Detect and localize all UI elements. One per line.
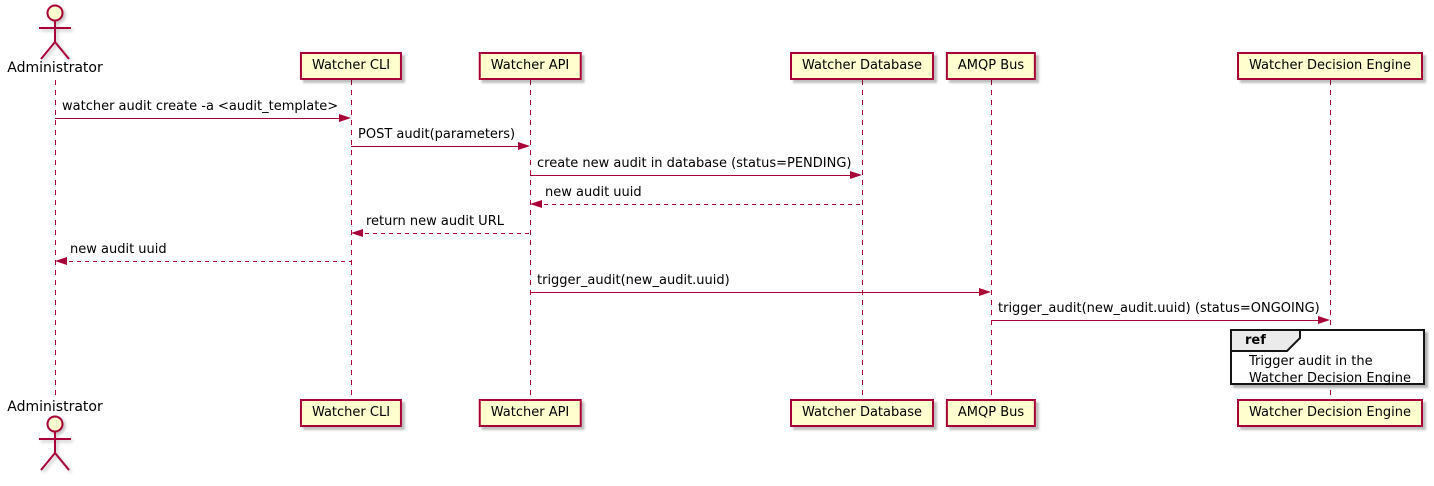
message-arrowhead-icon bbox=[979, 288, 991, 296]
ref-text-line-0: Trigger audit in the bbox=[1249, 354, 1373, 369]
message-label-0: watcher audit create -a <audit_template> bbox=[62, 99, 339, 114]
message-label-7: trigger_audit(new_audit.uuid) (status=ON… bbox=[998, 301, 1320, 316]
message-line-0 bbox=[55, 118, 345, 119]
participant-box-bottom-watcher-database: Watcher Database bbox=[790, 399, 934, 427]
message-line-6 bbox=[530, 292, 985, 293]
lifeline-watcher-cli bbox=[351, 80, 352, 400]
participant-box-top-watcher-cli: Watcher CLI bbox=[299, 52, 403, 80]
participant-box-top-watcher-database: Watcher Database bbox=[790, 52, 934, 80]
actor-figure-icon bbox=[32, 415, 78, 477]
message-label-5: new audit uuid bbox=[70, 242, 167, 257]
message-arrowhead-icon bbox=[530, 200, 542, 208]
lifeline-watcher-database bbox=[862, 80, 863, 400]
message-label-2: create new audit in database (status=PEN… bbox=[537, 156, 852, 171]
message-arrowhead-icon bbox=[55, 257, 67, 265]
message-arrowhead-icon bbox=[518, 142, 530, 150]
message-arrowhead-icon bbox=[1318, 316, 1330, 324]
message-arrowhead-icon bbox=[850, 171, 862, 179]
ref-text-line-1: Watcher Decision Engine bbox=[1249, 371, 1411, 386]
participant-box-top-amqp-bus: AMQP Bus bbox=[945, 52, 1037, 80]
message-arrowhead-icon bbox=[339, 114, 351, 122]
ref-tab-shape bbox=[1230, 329, 1301, 352]
participant-box-bottom-watcher-decision-engine: Watcher Decision Engine bbox=[1237, 399, 1423, 427]
message-line-4 bbox=[357, 233, 530, 234]
message-label-1: POST audit(parameters) bbox=[358, 127, 516, 142]
participant-box-top-watcher-decision-engine: Watcher Decision Engine bbox=[1237, 52, 1423, 80]
message-line-7 bbox=[991, 320, 1324, 321]
actor-label-top-administrator: Administrator bbox=[7, 60, 103, 76]
message-label-6: trigger_audit(new_audit.uuid) bbox=[537, 273, 730, 288]
participant-box-top-watcher-api: Watcher API bbox=[478, 52, 582, 80]
message-line-5 bbox=[61, 261, 351, 262]
participant-box-bottom-watcher-api: Watcher API bbox=[478, 399, 582, 427]
message-label-4: return new audit URL bbox=[366, 214, 504, 229]
ref-keyword: ref bbox=[1245, 333, 1266, 348]
lifeline-watcher-api bbox=[530, 80, 531, 400]
message-line-2 bbox=[530, 175, 856, 176]
message-line-1 bbox=[351, 146, 524, 147]
lifeline-administrator bbox=[55, 80, 56, 400]
message-arrowhead-icon bbox=[351, 229, 363, 237]
message-label-3: new audit uuid bbox=[545, 185, 642, 200]
actor-figure-icon bbox=[32, 4, 78, 66]
lifeline-amqp-bus bbox=[991, 80, 992, 400]
actor-label-bottom-administrator: Administrator bbox=[7, 399, 103, 415]
message-line-3 bbox=[536, 204, 862, 205]
participant-box-bottom-watcher-cli: Watcher CLI bbox=[299, 399, 403, 427]
participant-box-bottom-amqp-bus: AMQP Bus bbox=[945, 399, 1037, 427]
lifeline-watcher-decision-engine bbox=[1330, 80, 1331, 400]
